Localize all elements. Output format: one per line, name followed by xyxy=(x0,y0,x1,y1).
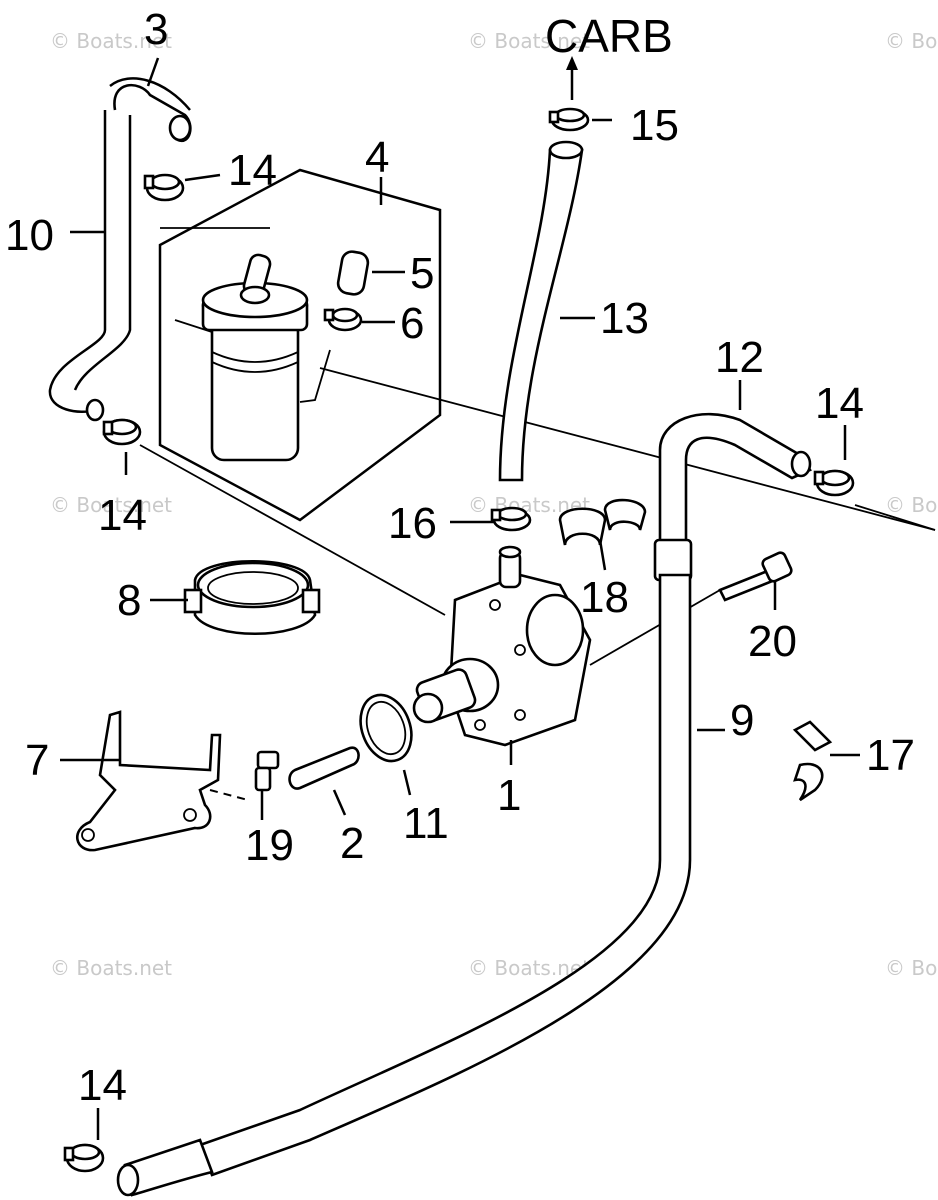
assembly-reference-line xyxy=(139,444,446,616)
hose-end xyxy=(85,398,105,422)
clip-18 xyxy=(558,498,647,546)
fuel-filter-group-outline xyxy=(158,168,442,522)
callout-5: 5 xyxy=(410,249,434,298)
hose-10 xyxy=(48,77,192,422)
hose-9-opening xyxy=(116,1163,140,1197)
callout-12: 12 xyxy=(715,333,764,382)
callout-9: 9 xyxy=(730,696,754,745)
stay-7 xyxy=(75,710,249,852)
callout-4: 4 xyxy=(365,133,389,182)
watermark: © Boats.net xyxy=(468,29,590,53)
filter-band xyxy=(211,351,299,363)
assembly-reference-line xyxy=(589,589,721,666)
watermark-layer: © Boats.net © Boats.net © Bo © Boats.net… xyxy=(50,29,937,980)
watermark: © Boats.net xyxy=(50,29,172,53)
callout-labels: 3 CARB 15 4 14 10 5 6 13 12 14 14 16 18 … xyxy=(5,5,915,1110)
watermark: © Bo xyxy=(885,29,937,53)
callout-16: 16 xyxy=(388,499,437,548)
callout-13: 13 xyxy=(600,294,649,343)
callout-20: 20 xyxy=(748,617,797,666)
hose-clamp-15 xyxy=(548,107,590,132)
hose-clamp-14-bottom xyxy=(63,1143,105,1173)
hose-clamp-14-top xyxy=(143,173,185,202)
callout-17: 17 xyxy=(866,731,915,780)
fuel-filter-boss xyxy=(239,285,271,305)
destination-label-carb: CARB xyxy=(545,10,673,62)
callout-14-top: 14 xyxy=(228,146,277,195)
watermark: © Bo xyxy=(885,493,937,517)
o-ring-11 xyxy=(359,693,413,763)
hose-clamp-16 xyxy=(490,506,532,532)
filter-band xyxy=(211,361,299,373)
fuel-filter-body xyxy=(210,318,300,462)
hose-clamp-6 xyxy=(323,307,363,332)
bolt-20 xyxy=(718,551,793,602)
callout-19: 19 xyxy=(245,821,294,870)
hose-end xyxy=(168,114,192,142)
hose-12-end xyxy=(790,450,812,478)
callout-15: 15 xyxy=(630,101,679,150)
assembly-reference-line xyxy=(854,504,936,531)
pin-2 xyxy=(288,746,360,790)
clip-17 xyxy=(792,720,833,802)
filter-hose-5 xyxy=(336,250,370,296)
hose-13 xyxy=(498,148,584,482)
fuel-pump-1 xyxy=(412,545,592,747)
callout-3: 3 xyxy=(144,5,168,54)
callout-18: 18 xyxy=(580,573,629,622)
callout-6: 6 xyxy=(400,299,424,348)
bolt-19 xyxy=(254,750,280,792)
watermark: © Boats.net xyxy=(50,956,172,980)
hose-clamp-14-right xyxy=(813,469,855,497)
watermark: © Boats.net xyxy=(50,493,172,517)
pump-bracket-8 xyxy=(183,560,321,635)
callout-11: 11 xyxy=(403,799,449,848)
callout-14-bottom: 14 xyxy=(78,1061,127,1110)
leader-line xyxy=(209,789,249,801)
assembly-reference-line xyxy=(319,367,936,531)
callout-2: 2 xyxy=(340,819,364,868)
hose-12 xyxy=(658,412,812,547)
fuel-filter-group xyxy=(158,168,442,522)
callout-14-left: 14 xyxy=(98,491,147,540)
callout-1: 1 xyxy=(497,771,521,820)
callout-7: 7 xyxy=(25,736,49,785)
hose-9 xyxy=(198,573,692,1177)
leader-line xyxy=(174,319,213,333)
callout-8: 8 xyxy=(117,576,141,625)
carb-arrow-head xyxy=(566,56,578,70)
hose-13-end xyxy=(548,140,584,160)
leader-lines xyxy=(60,57,860,1140)
callout-10: 10 xyxy=(5,211,54,260)
leader-line xyxy=(299,349,331,403)
watermark: © Bo xyxy=(885,956,937,980)
callout-14-right: 14 xyxy=(815,379,864,428)
hose-clamp-14-left xyxy=(102,418,142,446)
